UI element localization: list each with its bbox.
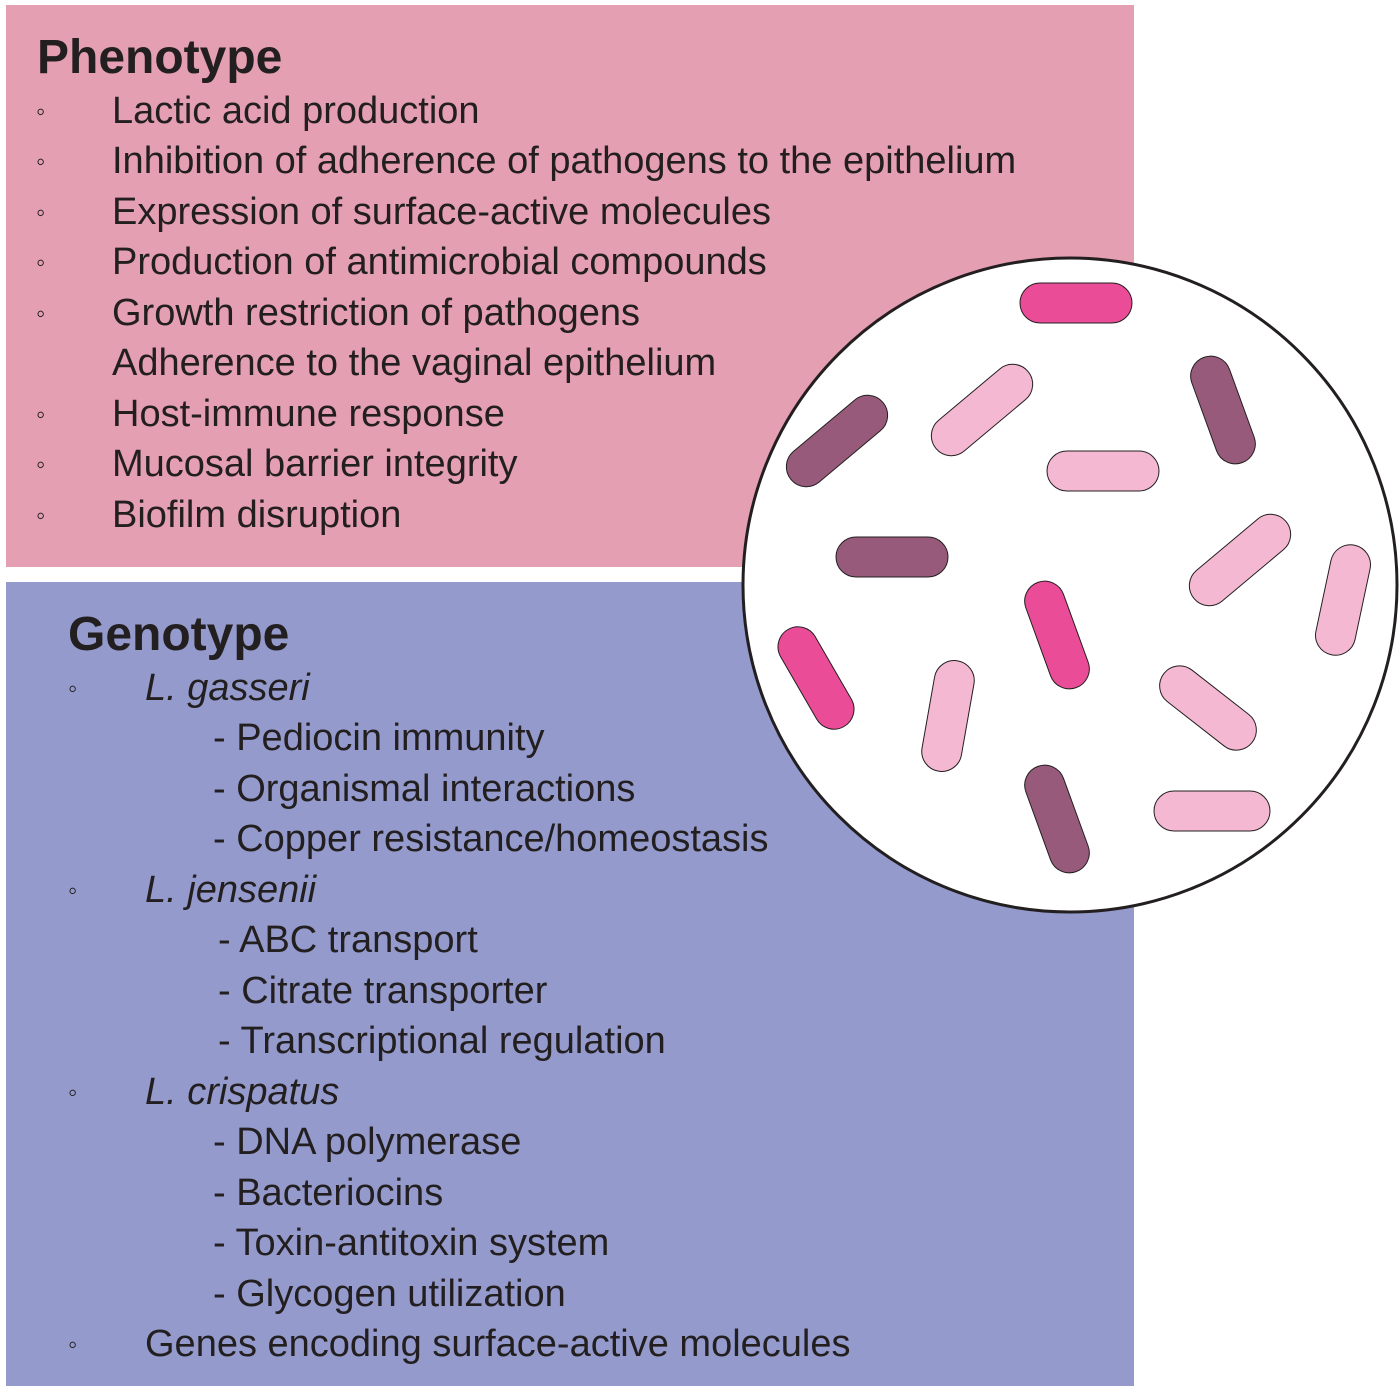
- phenotype-item: Expression of surface-active molecules: [112, 191, 771, 233]
- gene-item: - Bacteriocins: [213, 1172, 444, 1214]
- bacterium-rod-icon: [1024, 764, 1090, 874]
- gene-item: - Glycogen utilization: [213, 1273, 566, 1315]
- phenotype-item: Host-immune response: [112, 393, 505, 435]
- bullet-icon: ◦: [68, 673, 78, 703]
- bacterium-rod-icon: [1188, 513, 1292, 607]
- bacterium-rod-icon: [921, 660, 975, 772]
- bullet-icon: ◦: [68, 1329, 78, 1359]
- phenotype-item: Production of antimicrobial compounds: [112, 241, 767, 283]
- species-label: L. crispatus: [145, 1071, 340, 1113]
- phenotype-item: Growth restriction of pathogens: [112, 292, 641, 334]
- bullet-icon: ◦: [36, 500, 46, 530]
- phenotype-item: Adherence to the vaginal epithelium: [112, 342, 717, 384]
- bullet-icon: ◦: [36, 197, 46, 227]
- bullet-icon: ◦: [36, 146, 46, 176]
- bullet-icon: ◦: [68, 1077, 78, 1107]
- bacterium-rod-icon: [1046, 450, 1160, 492]
- bacterium-rod-icon: [1315, 544, 1371, 656]
- bacterium-rod-icon: [930, 363, 1034, 457]
- bullet-icon: ◦: [36, 399, 46, 429]
- gene-item: - Citrate transporter: [218, 970, 548, 1012]
- bacterium-rod-icon: [777, 626, 855, 730]
- gene-item: - Toxin-antitoxin system: [213, 1222, 610, 1264]
- bullet-icon: ◦: [68, 875, 78, 905]
- phenotype-item: Biofilm disruption: [112, 494, 402, 536]
- phenotype-item: Lactic acid production: [112, 90, 480, 132]
- species-label: L. gasseri: [145, 667, 310, 709]
- bacterium-rod-icon: [835, 536, 949, 578]
- gene-item: - ABC transport: [218, 919, 478, 961]
- phenotype-item: Inhibition of adherence of pathogens to …: [112, 140, 1017, 182]
- gene-item: - DNA polymerase: [213, 1121, 522, 1163]
- bacterium-rod-icon: [1153, 790, 1271, 832]
- bacterium-rod-icon: [1190, 355, 1256, 465]
- phenotype-item: Mucosal barrier integrity: [112, 443, 518, 485]
- species-label: L. jensenii: [145, 869, 317, 911]
- bacterium-rod-icon: [785, 394, 889, 488]
- gene-item: - Copper resistance/homeostasis: [213, 818, 769, 860]
- phenotype-title: Phenotype: [37, 31, 283, 84]
- bacterium-rod-icon: [1024, 580, 1090, 690]
- genotype-item: Genes encoding surface-active molecules: [145, 1323, 851, 1365]
- bullet-icon: ◦: [36, 298, 46, 328]
- gene-item: - Organismal interactions: [213, 768, 636, 810]
- bullet-icon: ◦: [36, 449, 46, 479]
- gene-item: - Transcriptional regulation: [218, 1020, 666, 1062]
- bullet-icon: ◦: [36, 247, 46, 277]
- bullet-icon: ◦: [36, 96, 46, 126]
- bacterium-rod-icon: [1159, 665, 1257, 751]
- bacterium-rod-icon: [1019, 282, 1133, 324]
- genotype-title: Genotype: [68, 608, 290, 661]
- gene-item: - Pediocin immunity: [213, 717, 545, 759]
